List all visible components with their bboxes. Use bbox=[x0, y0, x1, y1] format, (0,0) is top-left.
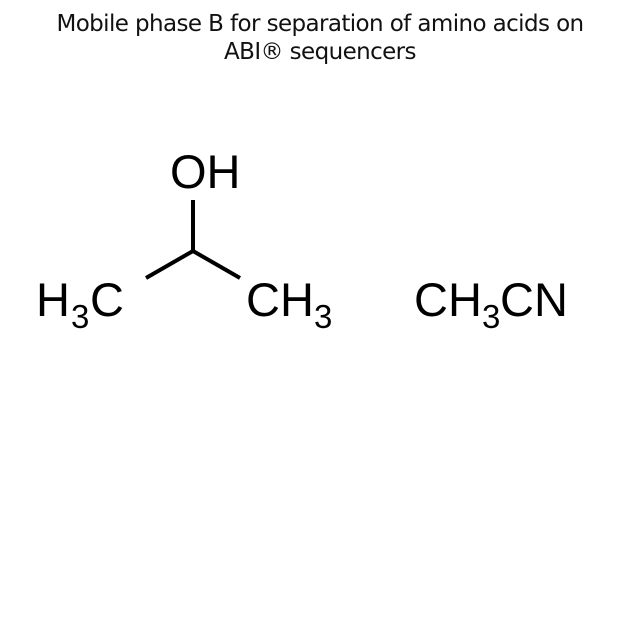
isopropanol-structure: OH H 3 C C H 3 bbox=[36, 145, 332, 335]
left-methyl-h: H bbox=[36, 273, 70, 326]
figure-title: Mobile phase B for separation of amino a… bbox=[0, 10, 640, 66]
acetonitrile-structure: C H 3 CN bbox=[414, 273, 568, 335]
left-methyl-label: H 3 C bbox=[36, 273, 124, 335]
acetonitrile-h: H bbox=[448, 273, 482, 326]
right-methyl-c: C bbox=[246, 273, 280, 326]
acetonitrile-c1: C bbox=[414, 273, 448, 326]
title-line-2: ABI® sequencers bbox=[224, 39, 416, 65]
left-methyl-c: C bbox=[90, 273, 124, 326]
bond-c-right-methyl bbox=[192, 249, 241, 280]
left-methyl-subscript: 3 bbox=[71, 298, 89, 335]
right-methyl-h: H bbox=[280, 273, 314, 326]
acetonitrile-cn: CN bbox=[500, 273, 568, 326]
title-line-1: Mobile phase B for separation of amino a… bbox=[56, 11, 584, 37]
acetonitrile-subscript: 3 bbox=[482, 298, 500, 335]
right-methyl-subscript: 3 bbox=[314, 298, 332, 335]
right-methyl-label: C H 3 bbox=[246, 273, 332, 335]
bond-c-left-methyl bbox=[145, 249, 194, 280]
hydroxyl-label: OH bbox=[170, 145, 241, 198]
